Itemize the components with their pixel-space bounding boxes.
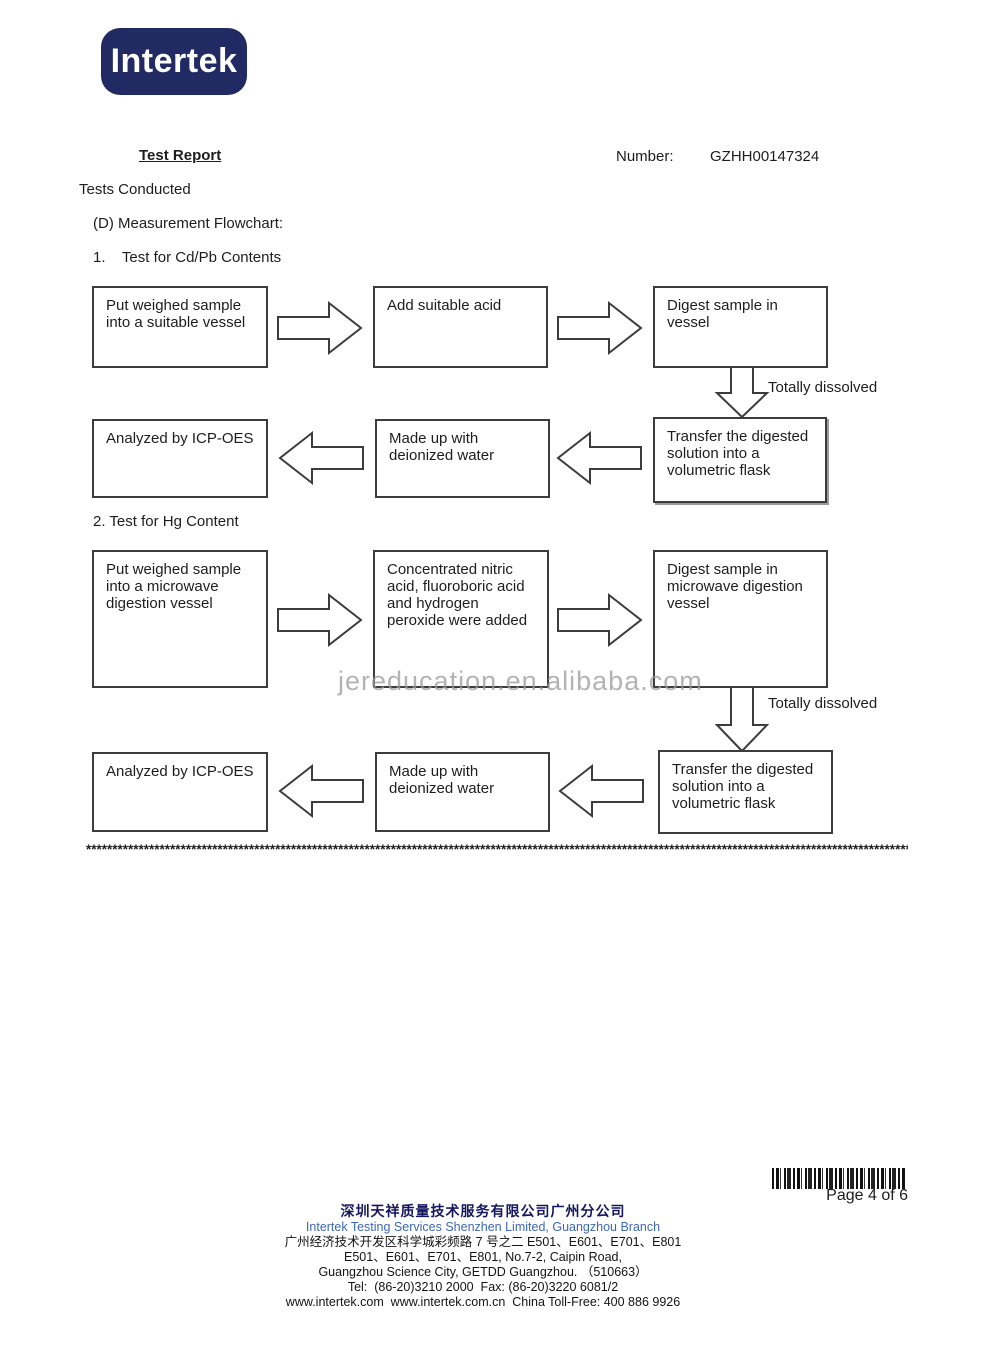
flow-box-put-weighed-sample-microwave: Put weighed sample into a microwave dige… xyxy=(92,550,268,688)
footer-tel-fax: Tel: (86-20)3210 2000 Fax: (86-20)3220 6… xyxy=(347,1280,619,1294)
arrow-left-icon xyxy=(558,763,644,819)
report-number-label: Number: xyxy=(616,148,674,165)
flow-box-analyzed-icp-oes: Analyzed by ICP-OES xyxy=(92,752,268,832)
arrow-down-icon xyxy=(714,686,770,753)
arrow-right-icon xyxy=(277,300,363,356)
measurement-flowchart-heading: (D) Measurement Flowchart: xyxy=(93,215,284,232)
section-1-heading: 1. Test for Cd/Pb Contents xyxy=(93,249,282,266)
intertek-logo: Intertek xyxy=(101,28,247,95)
section-2-heading: 2. Test for Hg Content xyxy=(93,513,239,530)
page-number-label: Page 4 of 6 xyxy=(826,1187,908,1204)
arrow-left-icon xyxy=(278,430,364,486)
flow-box-transfer-digested-solution: Transfer the digested solution into a vo… xyxy=(653,417,827,503)
flow-box-digest-sample-microwave: Digest sample in microwave digestion ves… xyxy=(653,550,828,688)
flow-box-made-up-deionized-water: Made up with deionized water xyxy=(375,419,550,498)
flow-box-analyzed-icp-oes: Analyzed by ICP-OES xyxy=(92,419,268,498)
footer-company-name-en: Intertek Testing Services Shenzhen Limit… xyxy=(305,1220,661,1234)
arrow-right-icon xyxy=(557,592,643,648)
arrow-right-icon xyxy=(557,300,643,356)
footer: 深圳天祥质量技术服务有限公司广州分公司 Intertek Testing Ser… xyxy=(0,1203,966,1310)
arrow-left-icon xyxy=(278,763,364,819)
totally-dissolved-label: Totally dissolved xyxy=(768,379,878,396)
flow-box-concentrated-acids-added: Concentrated nitric acid, fluoroboric ac… xyxy=(373,550,549,688)
arrow-left-icon xyxy=(556,430,642,486)
arrow-down-icon xyxy=(714,366,770,419)
asterisk-separator: ****************************************… xyxy=(86,842,908,857)
flow-box-transfer-digested-solution: Transfer the digested solution into a vo… xyxy=(658,750,833,834)
barcode xyxy=(772,1168,906,1189)
flow-box-made-up-deionized-water: Made up with deionized water xyxy=(375,752,550,832)
footer-address-en-line1: E501、E601、E701、E801, No.7-2, Caipin Road… xyxy=(344,1250,622,1264)
flow-box-digest-sample-vessel: Digest sample in vessel xyxy=(653,286,828,368)
intertek-logo-text: Intertek xyxy=(110,42,238,80)
arrow-right-icon xyxy=(277,592,363,648)
footer-websites: www.intertek.com www.intertek.com.cn Chi… xyxy=(285,1295,681,1309)
flow-box-add-suitable-acid: Add suitable acid xyxy=(373,286,548,368)
footer-company-name-cn: 深圳天祥质量技术服务有限公司广州分公司 xyxy=(340,1203,626,1219)
tests-conducted-label: Tests Conducted xyxy=(79,181,191,198)
watermark-text: jereducation.en.alibaba.com xyxy=(338,666,703,696)
totally-dissolved-label: Totally dissolved xyxy=(768,695,878,712)
flow-box-put-weighed-sample-suitable: Put weighed sample into a suitable vesse… xyxy=(92,286,268,368)
footer-address-en-line2: Guangzhou Science City, GETDD Guangzhou.… xyxy=(318,1265,648,1279)
report-number-value: GZHH00147324 xyxy=(710,148,820,165)
footer-address-cn: 广州经济技术开发区科学城彩频路 7 号之二 E501、E601、E701、E80… xyxy=(284,1235,682,1249)
page-title: Test Report xyxy=(139,147,222,164)
